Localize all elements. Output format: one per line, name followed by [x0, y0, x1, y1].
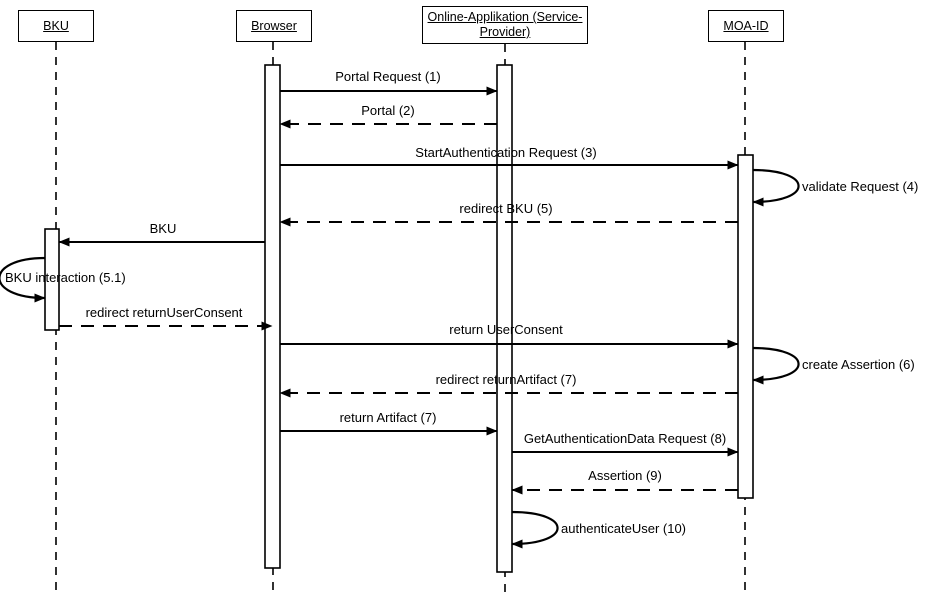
self-message-arrow-3	[752, 168, 800, 207]
lifeline-label-moaid: MOA-ID	[723, 18, 769, 33]
message-label-12: GetAuthenticationData Request (8)	[523, 431, 727, 446]
activation-bar-bku	[44, 228, 60, 331]
lifeline-header-moaid[interactable]: MOA-ID	[708, 10, 784, 42]
message-label-0: Portal Request (1)	[335, 69, 441, 84]
message-label-14: authenticateUser (10)	[561, 521, 687, 536]
message-label-4: redirect BKU (5)	[459, 201, 553, 216]
self-message-arrow-14	[511, 510, 559, 549]
lifeline-label-browser: Browser	[251, 18, 297, 33]
message-label-13: Assertion (9)	[588, 468, 662, 483]
activation-bar-moaid	[737, 154, 754, 499]
activation-bars-group	[44, 64, 754, 573]
self-message-arrow-6	[0, 256, 46, 303]
message-label-9: create Assertion (6)	[802, 357, 915, 372]
message-label-11: return Artifact (7)	[339, 410, 437, 425]
lifeline-label-bku: BKU	[43, 18, 69, 33]
message-label-10: redirect returnArtifact (7)	[435, 372, 577, 387]
activation-bar-browser	[264, 64, 281, 569]
message-label-8: return UserConsent	[449, 322, 563, 337]
activation-bar-oa	[496, 64, 513, 573]
lifeline-header-oa[interactable]: Online-Applikation (Service-Provider)	[422, 6, 588, 44]
lifeline-label-oa: Provider)	[479, 25, 531, 39]
message-label-2: StartAuthentication Request (3)	[415, 145, 597, 160]
lifeline-header-browser[interactable]: Browser	[236, 10, 312, 42]
message-label-5: BKU	[149, 221, 177, 236]
lifeline-label-oa: Online-Applikation (Service-	[427, 10, 583, 24]
message-label-1: Portal (2)	[361, 103, 415, 118]
lifeline-header-bku[interactable]: BKU	[18, 10, 94, 42]
message-label-6: BKU interaction (5.1)	[5, 270, 126, 285]
message-arrows-group	[0, 86, 800, 549]
self-message-arrow-9	[752, 346, 800, 385]
message-label-7: redirect returnUserConsent	[85, 305, 243, 320]
message-label-3: validate Request (4)	[802, 179, 919, 194]
